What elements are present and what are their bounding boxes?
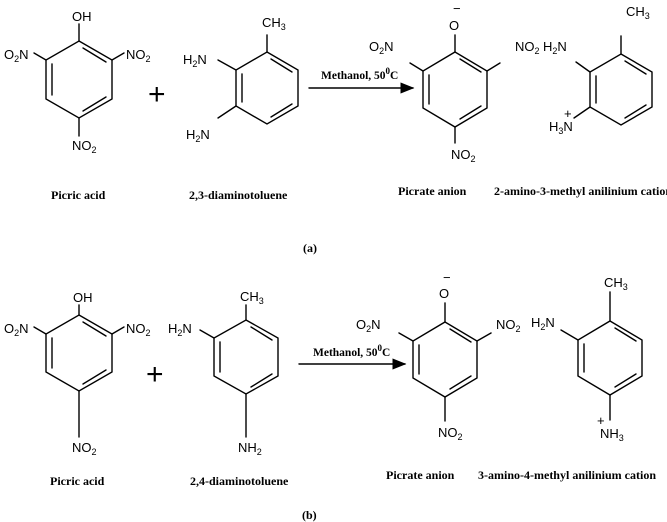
caption-picrate-anion: Picrate anion xyxy=(398,184,467,198)
caption-picric-acid: Picric acid xyxy=(50,474,105,488)
nitro-group-label: O2N xyxy=(4,321,29,338)
plus-sign: + xyxy=(146,358,164,391)
nitro-group-label: NO2 xyxy=(72,138,97,155)
nitro-group-label: NO2 xyxy=(126,47,151,64)
scheme-a: OH O2N NO2 NO2 + CH3 H2N H2N Methanol, 5… xyxy=(4,1,667,255)
positive-charge-label: + xyxy=(597,413,605,428)
caption-reactant-amine: 2,4-diaminotoluene xyxy=(190,474,289,488)
methyl-group-label: CH3 xyxy=(262,15,286,32)
positive-charge-label: + xyxy=(564,106,572,121)
methyl-group-label: CH3 xyxy=(240,289,264,306)
ammonium-group-label: NH3 xyxy=(600,426,624,443)
anilinium-cation-structure-b: CH3 H2N + NH3 xyxy=(531,275,643,443)
reaction-arrow-a: Methanol, 500C xyxy=(308,66,415,94)
nitro-group-label: NO2 xyxy=(438,425,463,442)
reaction-arrow-b: Methanol, 500C xyxy=(298,343,407,370)
amino-group-label: H2N xyxy=(186,127,210,144)
anilinium-cation-structure-a: CH3 H2N + H3N xyxy=(543,4,653,136)
nitro-group-label: NO2 xyxy=(126,321,151,338)
picrate-anion-structure-a: O − O2N NO2 NO2 xyxy=(369,1,540,164)
caption-picrate-anion: Picrate anion xyxy=(386,468,455,482)
nitro-group-label: O2N xyxy=(369,39,394,56)
picric-acid-structure-b: OH O2N NO2 NO2 xyxy=(4,290,151,457)
amino-group-label: H2N xyxy=(543,39,567,56)
nitro-group-label: O2N xyxy=(356,317,381,334)
nitro-group-label: NO2 xyxy=(496,317,521,334)
nitro-group-label: NO2 xyxy=(515,39,540,56)
picrate-anion-structure-b: O − O2N NO2 NO2 xyxy=(356,270,521,442)
methyl-group-label: CH3 xyxy=(604,275,628,292)
reaction-conditions: Methanol, 500C xyxy=(321,66,398,82)
amino-group-label: NH2 xyxy=(238,440,262,457)
amino-group-label: H2N xyxy=(168,321,192,338)
amino-group-label: H2N xyxy=(183,52,207,69)
nitro-group-label: NO2 xyxy=(451,147,476,164)
panel-label-b: (b) xyxy=(302,508,317,522)
hydroxyl-group-label: OH xyxy=(72,9,92,24)
nitro-group-label: NO2 xyxy=(72,440,97,457)
caption-reactant-amine: 2,3-diaminotoluene xyxy=(189,188,288,202)
panel-label-a: (a) xyxy=(303,241,317,255)
caption-anilinium-cation: 2-amino-3-methyl anilinium cation xyxy=(494,184,667,198)
methyl-group-label: CH3 xyxy=(626,4,650,21)
scheme-b: OH O2N NO2 NO2 + CH3 H2N NH2 Methanol, 5… xyxy=(4,270,656,522)
picric-acid-structure-a: OH O2N NO2 NO2 xyxy=(4,9,151,155)
amino-group-label: H2N xyxy=(531,315,555,332)
caption-anilinium-cation: 3-amino-4-methyl anilinium cation xyxy=(478,468,656,482)
diaminotoluene-structure-b: CH3 H2N NH2 xyxy=(168,289,279,457)
caption-picric-acid: Picric acid xyxy=(51,188,106,202)
hydroxyl-group-label: OH xyxy=(73,290,93,305)
phenoxide-oxygen-label: O xyxy=(449,18,459,33)
diaminotoluene-structure-a: CH3 H2N H2N xyxy=(183,15,299,144)
plus-sign: + xyxy=(148,78,166,111)
ammonium-group-label: H3N xyxy=(549,119,573,136)
phenoxide-oxygen-label: O xyxy=(439,286,449,301)
negative-charge-label: − xyxy=(443,270,451,285)
negative-charge-label: − xyxy=(453,1,461,16)
nitro-group-label: O2N xyxy=(4,47,29,64)
reaction-conditions: Methanol, 500C xyxy=(313,343,390,359)
